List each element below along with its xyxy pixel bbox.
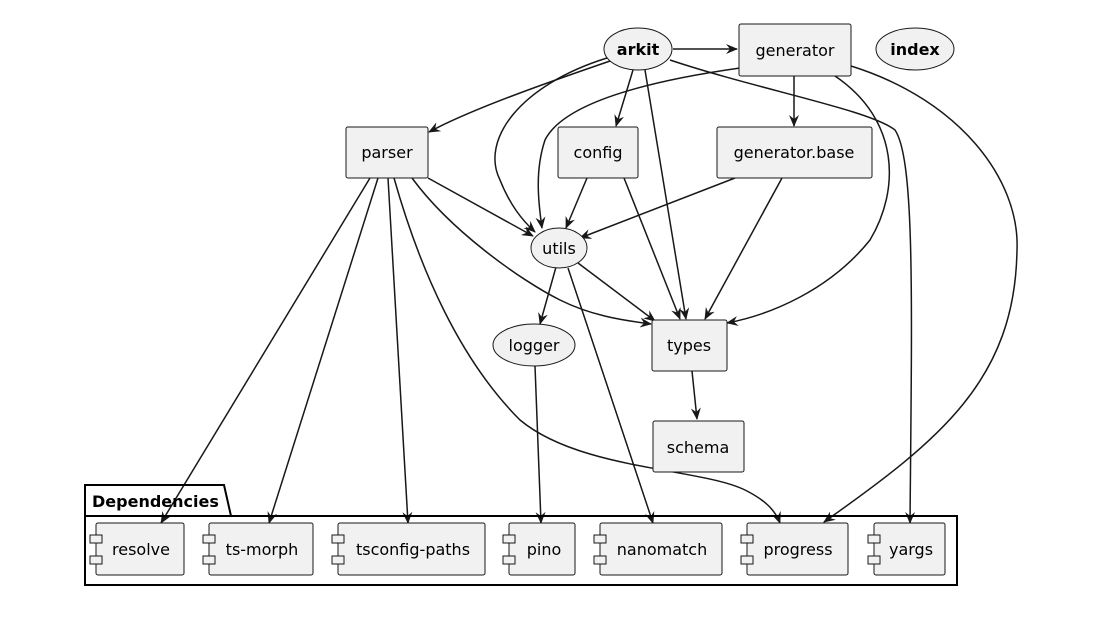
- progress-label: progress: [763, 540, 832, 559]
- edge-generatorbase-types: [704, 177, 783, 320]
- node-config: config: [557, 126, 639, 179]
- node-index: index: [875, 27, 955, 71]
- component-nanomatch: nanomatch: [593, 522, 723, 576]
- edge-parser-tsconfigpaths: [387, 177, 413, 524]
- tsconfig-paths-label: tsconfig-paths: [356, 540, 470, 559]
- component-progress: progress: [740, 522, 849, 576]
- edge-arkit-types: [644, 69, 690, 320]
- utils-label: utils: [542, 239, 576, 258]
- node-schema: schema: [652, 420, 745, 473]
- node-arkit: arkit: [603, 27, 673, 71]
- index-label: index: [890, 40, 940, 59]
- edge-generator-utils: [535, 67, 741, 229]
- edge-types-schema: [690, 370, 701, 420]
- edge-config-utils: [565, 177, 588, 229]
- generator-base-label: generator.base: [734, 143, 855, 162]
- component-yargs: yargs: [867, 522, 946, 576]
- logger-label: logger: [509, 336, 560, 355]
- edge-utils-nanomatch: [567, 267, 655, 524]
- node-types: types: [651, 319, 728, 372]
- edge-utils-types: [577, 262, 656, 322]
- edge-config-types: [623, 177, 681, 320]
- edge-parser-tsmorph: [267, 177, 379, 524]
- edge-logger-pino: [534, 365, 546, 524]
- node-generator-base: generator.base: [716, 126, 873, 179]
- edge-arkit-config: [614, 69, 634, 127]
- edge-parser-types: [411, 177, 652, 328]
- ts-morph-label: ts-morph: [226, 540, 299, 559]
- edge-utils-logger: [538, 266, 557, 325]
- node-parser: parser: [345, 126, 429, 179]
- component-tsconfig-paths: tsconfig-paths: [331, 522, 486, 576]
- arkit-label: arkit: [617, 40, 660, 59]
- edge-arkit-yargs: [669, 59, 916, 524]
- edge-generatorbase-utils: [579, 177, 736, 239]
- edge-parser-utils: [427, 177, 534, 237]
- component-resolve: resolve: [89, 522, 185, 576]
- dependencies-package: Dependencies: [84, 484, 958, 586]
- edge-parser-progress: [393, 177, 781, 524]
- types-label: types: [667, 336, 711, 355]
- package-title: Dependencies: [92, 492, 219, 511]
- nanomatch-label: nanomatch: [617, 540, 707, 559]
- pino-label: pino: [527, 540, 562, 559]
- node-utils: utils: [530, 227, 588, 269]
- resolve-label: resolve: [112, 540, 170, 559]
- component-ts-morph: ts-morph: [202, 522, 314, 576]
- parser-label: parser: [361, 143, 413, 162]
- edge-parser-resolve: [160, 177, 371, 524]
- edge-arkit-utils-left: [494, 57, 608, 233]
- node-logger: logger: [492, 323, 576, 367]
- edge-generator-progress: [823, 65, 1018, 523]
- edge-arkit-parser: [428, 59, 614, 133]
- node-generator: generator: [738, 23, 852, 77]
- edge-generator-types: [726, 75, 891, 326]
- edges: [160, 44, 1018, 524]
- component-pino: pino: [502, 522, 576, 576]
- generator-label: generator: [755, 41, 834, 60]
- config-label: config: [574, 143, 623, 162]
- schema-label: schema: [667, 438, 730, 457]
- yargs-label: yargs: [889, 540, 933, 559]
